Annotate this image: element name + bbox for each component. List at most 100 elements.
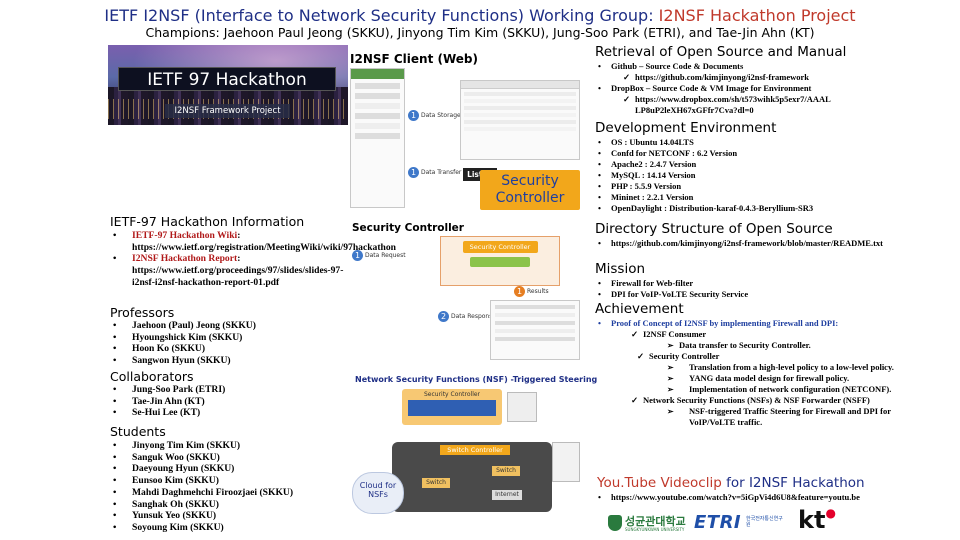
dev-list: OS : Ubuntu 14.04LTS Confd for NETCONF :… bbox=[595, 137, 915, 214]
skku-logo: 성균관대학교 SUNGKYUNKWAN UNIVERSITY bbox=[608, 513, 688, 537]
mission-heading: Mission bbox=[595, 261, 646, 277]
list-item: Mininet : 2.2.1 Version bbox=[595, 192, 915, 203]
sc-step-1-label: Data Request bbox=[365, 252, 406, 259]
list-item: Sangwon Hyun (SKKU) bbox=[110, 355, 350, 367]
collaborators-list: Jung-Soo Park (ETRI) Tae-Jin Ahn (KT) Se… bbox=[110, 384, 350, 419]
achievement-heading: Achievement bbox=[595, 301, 684, 317]
students-heading: Students bbox=[110, 424, 166, 439]
client-table-screenshot bbox=[460, 80, 580, 160]
list-item: Tae-Jin Ahn (KT) bbox=[110, 396, 350, 408]
collaborators-heading: Collaborators bbox=[110, 369, 194, 384]
skku-emblem-icon bbox=[608, 515, 622, 531]
youtube-link[interactable]: https://www.youtube.com/watch?v=5iGpVi4d… bbox=[595, 492, 895, 503]
students-list: Jinyong Tim Kim (SKKU) Sanguk Woo (SKKU)… bbox=[110, 440, 350, 534]
retrieval-github: Github – Source Code & Documents bbox=[595, 61, 895, 72]
ach-consumer: I2NSF Consumer bbox=[631, 329, 895, 340]
ach-consumer-sub: Data transfer to Security Controller. bbox=[667, 340, 895, 351]
client-step-1-label: Data Storage bbox=[421, 112, 461, 119]
sc-inner-panel: Security Controller bbox=[440, 236, 560, 286]
ach-controller-sub-1: Translation from a high-level policy to … bbox=[667, 362, 895, 373]
internet-label: Internet bbox=[492, 490, 522, 500]
wiki-link[interactable]: https://www.ietf.org/registration/Meetin… bbox=[132, 241, 397, 253]
list-item: Daeyoung Hyun (SKKU) bbox=[110, 463, 350, 475]
ach-nsf-sub: NSF-triggered Traffic Steering for Firew… bbox=[667, 406, 895, 428]
switch-label-2: Switch bbox=[422, 478, 450, 488]
achievement-list: Proof of Concept of I2NSF by implementin… bbox=[595, 318, 895, 428]
list-item: Firewall for Web-filter bbox=[595, 278, 895, 289]
list-item: Se-Hui Lee (KT) bbox=[110, 407, 350, 419]
dev-heading: Development Environment bbox=[595, 120, 777, 136]
banner-title: IETF 97 Hackathon bbox=[118, 67, 336, 91]
nsf-diagram-title: Network Security Functions (NSF) -Trigge… bbox=[355, 375, 598, 384]
retrieval-heading: Retrieval of Open Source and Manual bbox=[595, 44, 847, 60]
mission-list: Firewall for Web-filter DPI for VoIP-VoL… bbox=[595, 278, 895, 300]
switch-label: Switch bbox=[492, 466, 520, 476]
list-item: Soyoung Kim (SKKU) bbox=[110, 522, 350, 534]
security-controller-box: Security Controller bbox=[480, 170, 580, 210]
sc-step-2-label: Data Response bbox=[451, 313, 497, 320]
champions-line: Champions: Jaehoon Paul Jeong (SKKU), Ji… bbox=[145, 25, 815, 40]
professors-heading: Professors bbox=[110, 305, 175, 320]
dir-link[interactable]: https://github.com/kimjinyong/i2nsf-fram… bbox=[595, 238, 895, 249]
github-link[interactable]: https://github.com/kimjinyong/i2nsf-fram… bbox=[623, 72, 895, 83]
info-item-wiki: IETF-97 Hackathon Wiki: https://www.ietf… bbox=[110, 230, 396, 253]
client-screenshot bbox=[350, 68, 405, 208]
ach-controller: Security Controller bbox=[637, 351, 895, 362]
list-item: Hoon Ko (SKKU) bbox=[110, 343, 350, 355]
etri-logo: ETRI 한국전자통신연구원 bbox=[694, 512, 783, 533]
banner-subtitle: I2NSF Framework Project bbox=[165, 104, 290, 118]
list-item: Jung-Soo Park (ETRI) bbox=[110, 384, 350, 396]
info-item-report: I2NSF Hackathon Report: https://www.ietf… bbox=[110, 253, 350, 288]
ach-controller-sub-2: YANG data model design for firewall poli… bbox=[667, 373, 895, 384]
list-item: OpenDaylight : Distribution-karaf-0.4.3-… bbox=[595, 203, 915, 214]
youtube-list: https://www.youtube.com/watch?v=5iGpVi4d… bbox=[595, 492, 895, 503]
retrieval-list: Github – Source Code & Documents https:/… bbox=[595, 61, 895, 116]
list-item: Apache2 : 2.4.7 Version bbox=[595, 159, 915, 170]
step-1-badge: 1 bbox=[408, 110, 419, 121]
list-item: Confd for NETCONF : 6.2 Version bbox=[595, 148, 915, 159]
sc-inner-label: Security Controller bbox=[462, 241, 538, 253]
list-item: Yunsuk Yeo (SKKU) bbox=[110, 510, 350, 522]
nsf-sc-box: Security Controller bbox=[402, 389, 502, 425]
report-link[interactable]: https://www.ietf.org/proceedings/97/slid… bbox=[132, 265, 344, 288]
list-item: Sanguk Woo (SKKU) bbox=[110, 452, 350, 464]
list-item: Hyoungshick Kim (SKKU) bbox=[110, 332, 350, 344]
dir-heading: Directory Structure of Open Source bbox=[595, 221, 833, 237]
list-item: DPI for VoIP-VoLTE Security Service bbox=[595, 289, 895, 300]
professors-list: Jaehoon (Paul) Jeong (SKKU) Hyoungshick … bbox=[110, 320, 350, 367]
list-item: Mahdi Daghmehchi Firoozjaei (SKKU) bbox=[110, 487, 350, 499]
kt-logo: kt● bbox=[798, 506, 836, 534]
cloud-nsfs: Cloud for NSFs bbox=[352, 472, 404, 514]
nsf-diagram: Security Controller Switch Controller Sw… bbox=[352, 387, 582, 537]
kt-dot-icon: ● bbox=[825, 506, 836, 520]
ach-controller-sub-3: Implementation of network configuration … bbox=[667, 384, 895, 395]
achievement-lead: Proof of Concept of I2NSF by implementin… bbox=[595, 318, 895, 329]
step-1-badge: 1 bbox=[408, 167, 419, 178]
client-step-2-label: Data Transfer bbox=[421, 169, 462, 176]
list-item: Eunsoo Kim (SKKU) bbox=[110, 475, 350, 487]
list-item: Sanghak Oh (SKKU) bbox=[110, 499, 350, 511]
list-item: OS : Ubuntu 14.04LTS bbox=[595, 137, 915, 148]
title-highlight: I2NSF Hackathon Project bbox=[658, 6, 856, 25]
list-item: Jinyong Tim Kim (SKKU) bbox=[110, 440, 350, 452]
info-list: IETF-97 Hackathon Wiki: https://www.ietf… bbox=[110, 230, 396, 289]
page-title: IETF I2NSF (Interface to Network Securit… bbox=[0, 6, 960, 25]
list-item: MySQL : 14.14 Version bbox=[595, 170, 915, 181]
dir-list: https://github.com/kimjinyong/i2nsf-fram… bbox=[595, 238, 895, 249]
title-main: IETF I2NSF (Interface to Network Securit… bbox=[104, 6, 659, 25]
sc-results-label: Results bbox=[527, 288, 549, 295]
list-item: Jaehoon (Paul) Jeong (SKKU) bbox=[110, 320, 350, 332]
step-1-badge: 1 bbox=[352, 250, 363, 261]
switch-region: Switch Controller Switch Switch Internet bbox=[392, 442, 552, 512]
step-2-badge: 2 bbox=[438, 311, 449, 322]
list-item: PHP : 5.5.9 Version bbox=[595, 181, 915, 192]
sc-diagram-title: Security Controller bbox=[352, 222, 464, 234]
retrieval-dropbox: DropBox – Source Code & VM Image for Env… bbox=[595, 83, 895, 94]
switch-controller-label: Switch Controller bbox=[440, 445, 510, 455]
results-badge: 1 bbox=[514, 286, 525, 297]
ach-nsf: Network Security Functions (NSFs) & NSF … bbox=[631, 395, 895, 406]
dropbox-link[interactable]: https://www.dropbox.com/sh/t573wihk5p5ex… bbox=[623, 94, 895, 116]
client-diagram-title: I2NSF Client (Web) bbox=[350, 52, 479, 66]
info-heading: IETF-97 Hackathon Information bbox=[110, 214, 305, 229]
youtube-heading: You.Tube Videoclip for I2NSF Hackathon bbox=[597, 475, 865, 491]
